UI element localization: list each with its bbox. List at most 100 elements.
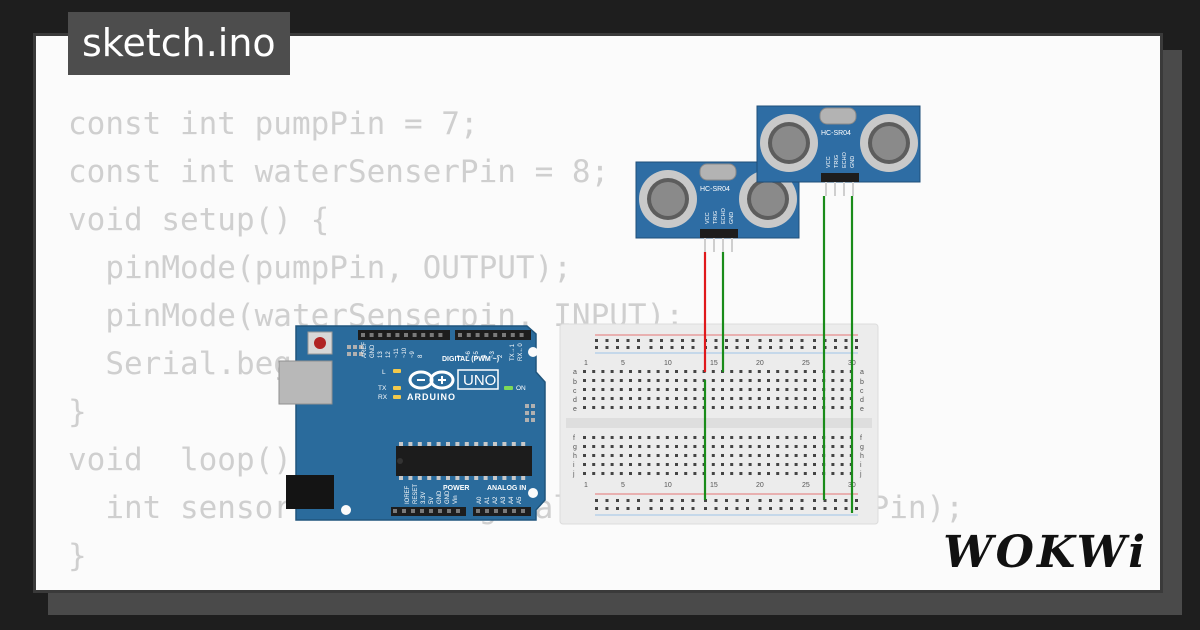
file-tab[interactable]: sketch.ino <box>68 12 290 75</box>
breadboard-hole <box>794 406 798 409</box>
breadboard-hole <box>813 370 816 373</box>
crystal-oscillator <box>819 107 857 125</box>
svg-text:15: 15 <box>710 482 718 489</box>
breadboard[interactable]: 1 5 10 15 20 25 30 1 5 10 15 20 25 30 a … <box>559 323 879 525</box>
breadboard-hole <box>739 463 743 466</box>
rail-hole <box>844 339 848 342</box>
breadboard-hole <box>730 397 734 400</box>
svg-text:~3: ~3 <box>490 350 496 358</box>
breadboard-hole <box>619 406 623 409</box>
breadboard-hole <box>592 454 596 457</box>
arduino-uno-board[interactable]: AREF GND 13 12 ~11 ~10 ~9 8 7 ~6 ~5 4 ~3… <box>278 325 546 521</box>
breadboard-hole <box>665 406 669 409</box>
rail-hole <box>725 346 728 349</box>
breadboard-hole <box>592 472 596 475</box>
power-jack <box>286 475 334 509</box>
rail-hole <box>660 339 663 342</box>
breadboard-hole <box>748 454 752 457</box>
rail-hole <box>779 346 783 349</box>
svg-text:~6: ~6 <box>466 350 472 358</box>
rail-hole <box>813 507 816 510</box>
breadboard-hole <box>748 388 752 391</box>
breadboard-hole <box>739 472 743 475</box>
breadboard-hole <box>739 406 743 409</box>
rail-hole <box>637 339 640 342</box>
svg-text:RX←0: RX←0 <box>518 343 524 361</box>
svg-text:15: 15 <box>710 360 718 367</box>
rail-hole <box>779 499 783 502</box>
rail-hole <box>790 339 793 342</box>
svg-text:a: a <box>860 369 864 376</box>
breadboard-hole <box>776 472 780 475</box>
usb-port <box>278 360 333 405</box>
breadboard-hole <box>803 463 807 466</box>
breadboard-hole <box>629 379 632 382</box>
breadboard-hole <box>730 388 734 391</box>
rail-hole <box>704 507 707 510</box>
rail-hole <box>813 346 816 349</box>
led-label-tx: TX <box>378 385 387 392</box>
svg-text:j: j <box>859 471 862 478</box>
svg-text:h: h <box>573 453 577 460</box>
breadboard-hole <box>794 454 798 457</box>
breadboard-hole <box>840 472 844 475</box>
reset-button[interactable] <box>314 337 326 349</box>
svg-text:5V: 5V <box>429 497 435 504</box>
header-pin <box>412 333 417 337</box>
breadboard-hole <box>785 463 789 466</box>
icsp-pin <box>347 352 351 356</box>
icsp-pin <box>353 345 357 349</box>
rail-hole <box>649 339 653 342</box>
code-line-4: pinMode(pumpPin, OUTPUT); <box>68 250 572 286</box>
breadboard-hole <box>803 472 807 475</box>
svg-text:A1: A1 <box>485 496 491 504</box>
led-l <box>393 369 401 373</box>
breadboard-hole <box>757 454 761 457</box>
svg-text:A5: A5 <box>517 496 523 504</box>
breadboard-hole <box>583 397 586 400</box>
breadboard-hole <box>647 436 651 439</box>
svg-text:b: b <box>573 379 577 386</box>
chip-pin <box>511 442 516 446</box>
breadboard-hole <box>665 436 669 439</box>
svg-text:d: d <box>860 397 864 404</box>
chip-pin <box>417 476 422 480</box>
chip-pin <box>427 442 432 446</box>
breadboard-hole <box>767 379 770 382</box>
breadboard-hole <box>776 463 780 466</box>
breadboard-hole <box>748 463 752 466</box>
rail-hole <box>616 339 619 342</box>
breadboard-hole <box>776 436 780 439</box>
brand-label: ARDUINO <box>407 392 456 402</box>
rail-hole <box>800 339 804 342</box>
breadboard-hole <box>684 445 688 448</box>
breadboard-hole <box>776 445 780 448</box>
header-pin <box>395 333 400 337</box>
rail-hole <box>637 507 640 510</box>
breadboard-hole <box>757 379 761 382</box>
breadboard-hole <box>684 463 688 466</box>
breadboard-hole <box>647 454 651 457</box>
breadboard-hole <box>721 445 724 448</box>
breadboard-hole <box>803 379 807 382</box>
breadboard-hole <box>592 463 596 466</box>
breadboard-hole <box>601 370 605 373</box>
breadboard-hole <box>739 397 743 400</box>
breadboard-hole <box>767 388 770 391</box>
breadboard-hole <box>619 388 623 391</box>
breadboard-hole <box>693 370 697 373</box>
breadboard-hole <box>583 388 586 391</box>
ultrasonic-sensor-2[interactable]: HC-SR04 VCC TRIG ECHO GND <box>756 105 921 196</box>
breadboard-hole <box>767 454 770 457</box>
chip-pin <box>502 442 507 446</box>
rail-hole <box>691 507 695 510</box>
breadboard-hole <box>601 472 605 475</box>
breadboard-hole <box>638 379 642 382</box>
breadboard-hole <box>711 406 715 409</box>
svg-text:RESET: RESET <box>413 484 419 504</box>
rail-hole <box>649 507 653 510</box>
breadboard-hole <box>601 379 605 382</box>
rail-hole <box>616 507 619 510</box>
breadboard-hole <box>730 406 734 409</box>
breadboard-hole <box>803 454 807 457</box>
